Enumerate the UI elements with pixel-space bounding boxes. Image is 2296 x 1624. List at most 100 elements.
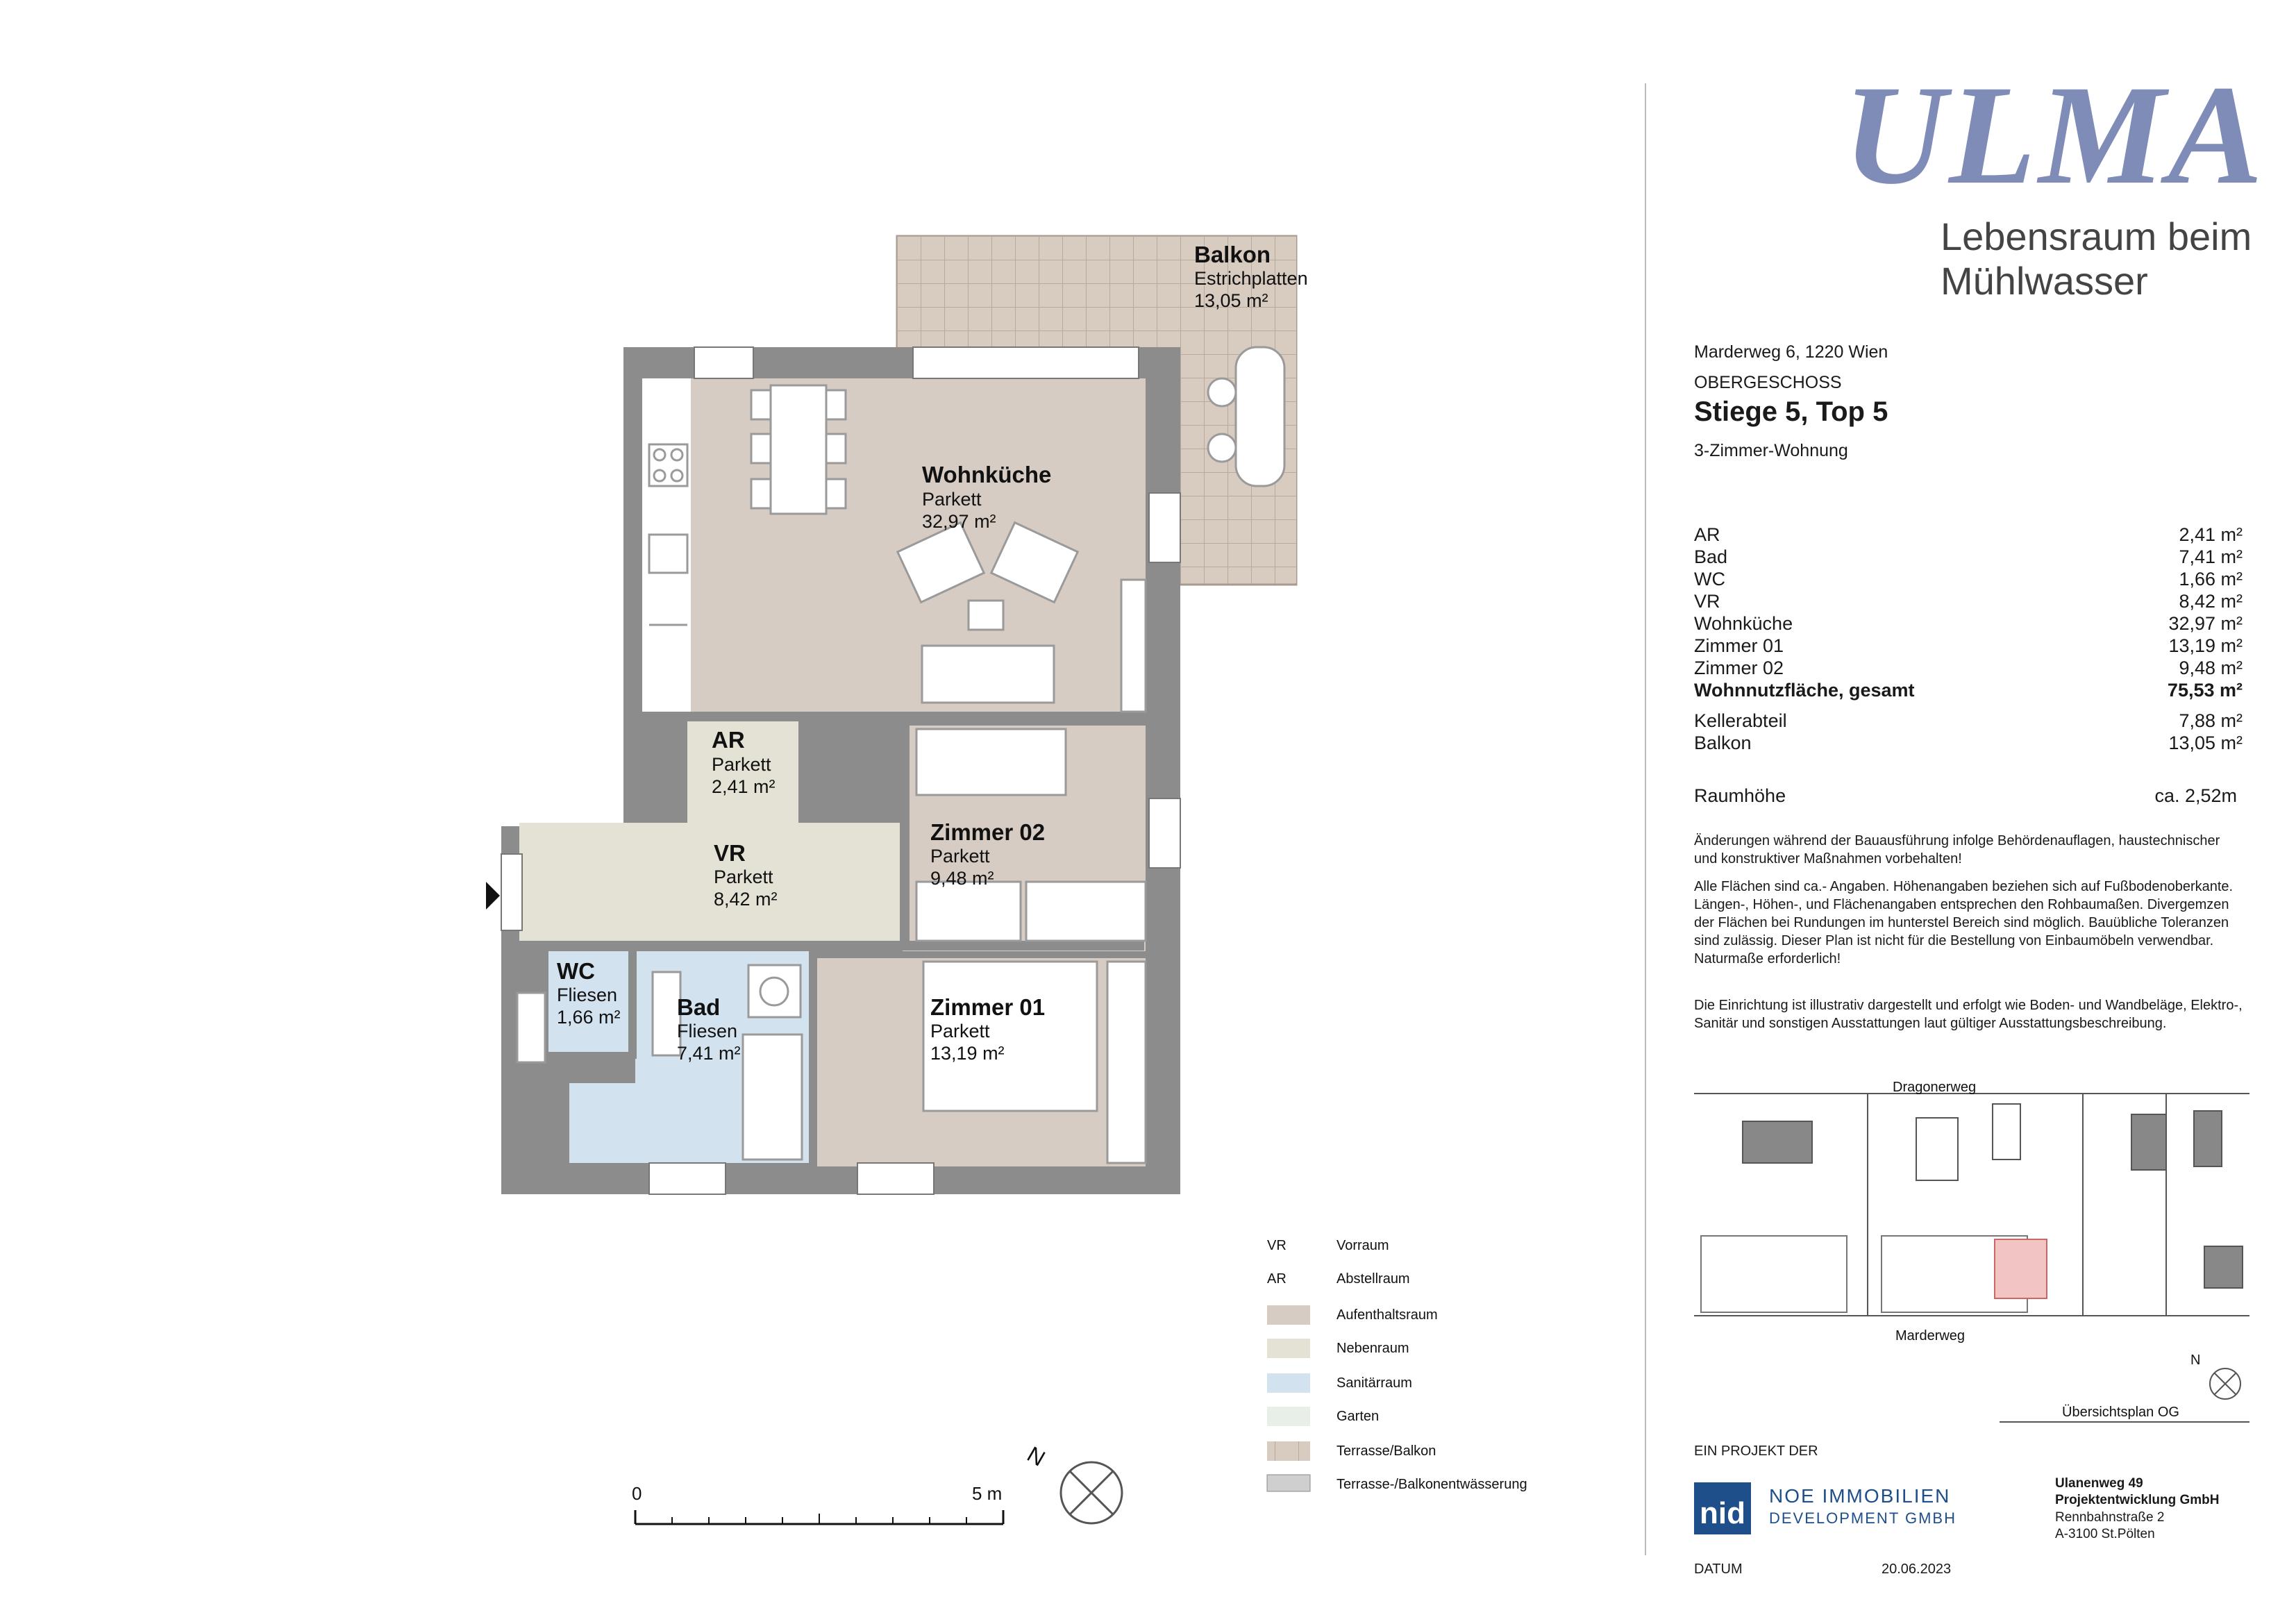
kitchen-counter bbox=[642, 378, 691, 712]
zimmer02-floor: Parkett bbox=[930, 846, 990, 867]
ulma-logo: ULMA bbox=[1843, 56, 2266, 214]
legend-swatch bbox=[1267, 1407, 1310, 1426]
shower-floor bbox=[569, 1083, 635, 1163]
zimmer01-area: 13,19 m² bbox=[930, 1043, 1005, 1064]
wc-floor bbox=[548, 951, 628, 1052]
tagline-line1: Lebensraum beim bbox=[1941, 215, 2252, 258]
north-arrow-icon: N bbox=[1023, 1441, 1123, 1525]
armchair bbox=[896, 521, 986, 604]
legend-label: Abstellraum bbox=[1336, 1271, 1410, 1287]
legend-label: Vorraum bbox=[1336, 1238, 1389, 1253]
note-2: Alle Flächen sind ca.- Angaben. Höhenang… bbox=[1694, 879, 2234, 966]
bathtub bbox=[741, 1033, 803, 1161]
armchair bbox=[989, 521, 1080, 604]
vr-area: 8,42 m² bbox=[714, 889, 778, 910]
date-label: DATUM bbox=[1694, 1562, 1743, 1577]
legend-label: Nebenraum bbox=[1336, 1341, 1409, 1356]
note-1: Änderungen während der Bauausführung inf… bbox=[1694, 833, 2220, 867]
street-bottom: Marderweg bbox=[1895, 1328, 1965, 1343]
dining-table bbox=[769, 384, 828, 515]
legend-label: Terrasse-/Balkonentwässerung bbox=[1336, 1477, 1527, 1492]
site-north-icon bbox=[2209, 1368, 2241, 1400]
ar-floor: Parkett bbox=[712, 754, 771, 775]
scale-end: 5 m bbox=[972, 1483, 1002, 1504]
zimmer01-floor: Parkett bbox=[930, 1021, 990, 1041]
legend: VR Vorraum AR Abstellraum Aufenthaltsrau… bbox=[1266, 1238, 1527, 1492]
legend-label: Terrasse/Balkon bbox=[1336, 1443, 1436, 1459]
windows bbox=[501, 346, 1181, 1195]
nid-line2: DEVELOPMENT GMBH bbox=[1769, 1509, 1956, 1527]
vr-name: VR bbox=[714, 840, 746, 866]
scale-bar: 0 5 m bbox=[632, 1483, 1005, 1525]
ar-name: AR bbox=[712, 727, 745, 753]
vr-floor: Parkett bbox=[714, 867, 773, 887]
entrance-arrow bbox=[486, 882, 500, 910]
nid-line1: NOE IMMOBILIEN bbox=[1769, 1485, 1951, 1507]
desk bbox=[1025, 880, 1147, 942]
company-line4: A-3100 St.Pölten bbox=[2055, 1527, 2155, 1541]
wohnkueche-name: Wohnküche bbox=[922, 462, 1051, 487]
company-line2: Projektentwicklung GmbH bbox=[2055, 1493, 2220, 1507]
balkon-name: Balkon bbox=[1194, 242, 1271, 267]
legend-swatch bbox=[1267, 1441, 1310, 1461]
balkon-area: 13,05 m² bbox=[1194, 290, 1268, 311]
balkon-floor: Estrichplatten bbox=[1194, 268, 1308, 289]
balcony-table bbox=[1234, 346, 1286, 487]
unit-type: 3-Zimmer-Wohnung bbox=[1694, 441, 1848, 460]
ar-area: 2,41 m² bbox=[712, 776, 776, 797]
bathtub-small bbox=[651, 971, 682, 1057]
unit-title: Stiege 5, Top 5 bbox=[1694, 396, 1888, 427]
wc-area: 1,66 m² bbox=[557, 1007, 621, 1028]
wc-name: WC bbox=[557, 958, 595, 984]
room-labels: Balkon Estrichplatten 13,05 m² Wohnküche… bbox=[557, 242, 1308, 1064]
legend-code: VR bbox=[1267, 1238, 1287, 1253]
zimmer02-area: 9,48 m² bbox=[930, 868, 994, 889]
project-by: EIN PROJEKT DER bbox=[1694, 1443, 1818, 1459]
street-top: Dragonerweg bbox=[1893, 1080, 1976, 1095]
date-value: 20.06.2023 bbox=[1882, 1562, 1952, 1577]
legend-label: Aufenthaltsraum bbox=[1336, 1307, 1438, 1323]
address: Marderweg 6, 1220 Wien bbox=[1694, 342, 1888, 362]
bad-floor: Fliesen bbox=[677, 1021, 737, 1041]
sofa bbox=[921, 644, 1055, 704]
scale-start: 0 bbox=[632, 1483, 642, 1504]
legend-swatch bbox=[1267, 1373, 1310, 1393]
floor-label: OBERGESCHOSS bbox=[1694, 373, 1842, 392]
legend-swatch bbox=[1267, 1339, 1310, 1358]
zimmer02-name: Zimmer 02 bbox=[930, 819, 1045, 845]
interior-walls bbox=[519, 712, 1146, 1166]
ar-floor bbox=[687, 719, 802, 823]
note-3: Die Einrichtung ist illustrativ dargeste… bbox=[1694, 998, 2243, 1031]
bad-name: Bad bbox=[677, 994, 720, 1020]
bad-area: 7,41 m² bbox=[677, 1043, 741, 1064]
zimmer01-name: Zimmer 01 bbox=[930, 994, 1045, 1020]
furniture bbox=[516, 346, 1286, 1164]
wohnkueche-area: 32,97 m² bbox=[922, 511, 996, 532]
bed-zimmer01 bbox=[922, 960, 1098, 1112]
legend-swatch bbox=[1266, 1474, 1311, 1492]
nid-logo: nid bbox=[1694, 1482, 1751, 1534]
wohnkueche-floor: Parkett bbox=[922, 489, 982, 510]
site-north-label: N bbox=[2190, 1353, 2200, 1368]
company-line3: Rennbahnstraße 2 bbox=[2055, 1510, 2165, 1525]
siteplan-caption: Übersichtsplan OG bbox=[2062, 1405, 2179, 1420]
legend-label: Sanitärraum bbox=[1336, 1375, 1412, 1391]
tagline-line2: Mühlwasser bbox=[1941, 259, 2148, 303]
legend-swatch bbox=[1267, 1305, 1310, 1325]
kitchen bbox=[648, 443, 689, 626]
site-plan: Dragonerweg Marderweg N Übersichtsplan O… bbox=[1694, 1080, 2249, 1423]
info-panel: ULMA Lebensraum beim Mühlwasser Marderwe… bbox=[1694, 0, 2263, 1624]
company-line1: Ulanenweg 49 bbox=[2055, 1476, 2143, 1491]
wc-bowl bbox=[516, 991, 546, 1064]
